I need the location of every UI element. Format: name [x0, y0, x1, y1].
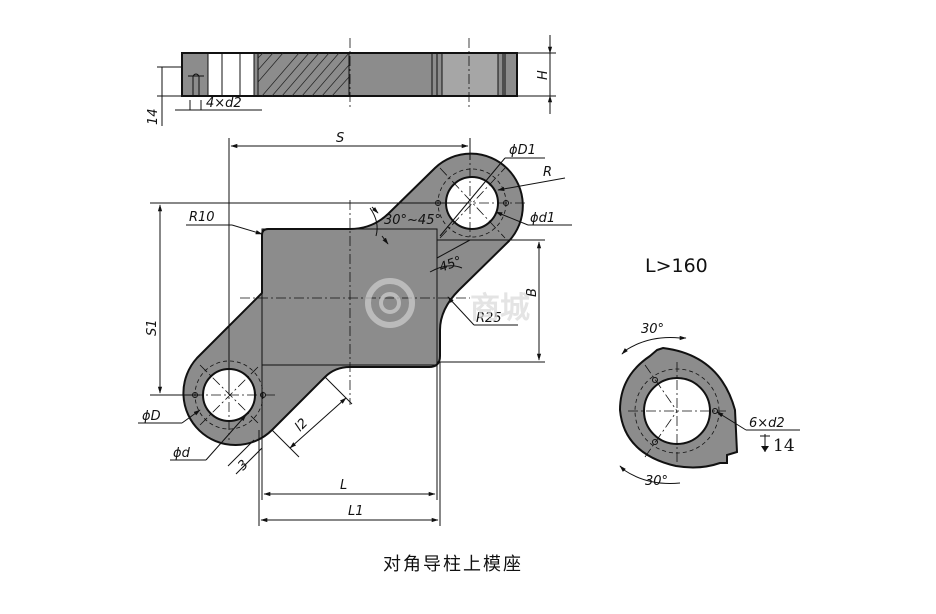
- inner-rect: [261, 228, 438, 366]
- watermark: 商城: [365, 278, 530, 328]
- drawing-caption: 对角导柱上模座: [383, 554, 523, 575]
- section-view: H 14 4×d2: [146, 35, 556, 126]
- angle30-bottom-label: 30°: [645, 474, 668, 489]
- phid1-label: ϕd1: [530, 211, 555, 226]
- R25-label: R25: [476, 311, 502, 326]
- detail-view: 30° 30° 6×d2 14: [618, 322, 800, 489]
- L-label: L: [340, 478, 347, 493]
- R10-label: R10: [189, 210, 215, 225]
- section-bore-left: [208, 54, 254, 95]
- L1-label: L1: [348, 504, 364, 519]
- R-label: R: [543, 165, 552, 180]
- angle30-top-label: 30°: [641, 322, 664, 337]
- phid-label: ϕd: [173, 446, 191, 461]
- section-bore-right: [442, 54, 498, 95]
- thickness-14-label: 14: [146, 108, 161, 125]
- holes-top-label: 4×d2: [206, 96, 242, 111]
- dim3-label: 3: [235, 457, 251, 473]
- B-label: B: [525, 288, 540, 297]
- depth-label: 14: [773, 436, 795, 456]
- height-label: H: [536, 70, 551, 80]
- holes-right-label: 6×d2: [749, 416, 785, 431]
- S1-label: S1: [145, 319, 160, 336]
- phiD-label: ϕD: [142, 409, 161, 424]
- svg-text:商城: 商城: [470, 291, 530, 326]
- S-label: S: [336, 131, 344, 146]
- length-note: L>160: [645, 255, 708, 277]
- plan-view: S S1 B L L1 l2 3 ϕD1: [138, 131, 572, 526]
- angle45-label: 45°: [437, 254, 464, 276]
- section-hatching: [257, 52, 350, 97]
- phiD1-label: ϕD1: [509, 143, 536, 158]
- angle-range-label: 30°~45°: [384, 213, 441, 228]
